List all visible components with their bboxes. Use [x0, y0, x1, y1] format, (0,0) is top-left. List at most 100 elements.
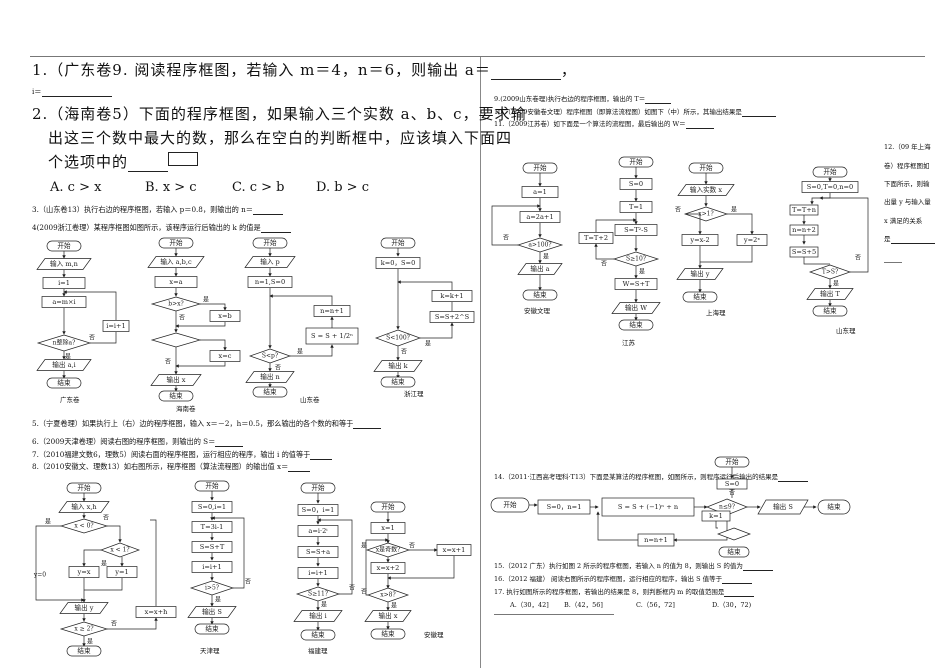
a4-n-label: n=n+2	[792, 226, 816, 234]
fj-i-shape	[297, 567, 339, 579]
caption-guangdong: 广东卷	[60, 396, 80, 404]
answer-blank	[724, 589, 755, 598]
jx-end-shape	[817, 499, 851, 515]
tj-end-shape	[194, 623, 230, 635]
nx-y1-label: y=1	[114, 568, 128, 576]
a3-end-shape	[682, 291, 718, 303]
hn-input-shape	[147, 256, 205, 268]
question-4: 4(2009浙江卷理）某程序框图如图所示，该程序运行后输出的 k 的值是	[32, 223, 291, 234]
answer-blank	[260, 224, 291, 234]
a3-join	[700, 246, 753, 263]
gd-output-shape	[36, 359, 92, 371]
answer-blank	[742, 563, 773, 572]
ah-cond2-label: x>8?	[380, 592, 395, 599]
sd-end-label: 结束	[263, 387, 277, 396]
tj-loop	[211, 516, 245, 589]
a4-a5	[803, 257, 830, 265]
a1-cond-label: a>100?	[528, 242, 551, 249]
zj-cond-label: S<100?	[386, 335, 410, 342]
question-17-option-c: C.（56，72]	[636, 601, 675, 609]
gd-output-label: 输出 a,i	[52, 360, 75, 369]
a2-t1-shape	[619, 201, 653, 213]
question-8-text: 8.（2010安徽文、理数13）如右图所示，程序框图（算法流程图）的输出值 x＝	[32, 462, 289, 471]
ah-no2: 否	[361, 589, 367, 596]
question-11-text: 11.（2009江苏卷）如下面是一个算法的流程图，最后输出的 W＝	[494, 120, 686, 128]
question-1-i: i＝	[32, 87, 112, 98]
sd-cond-label: S<p?	[262, 353, 278, 360]
gd-inc-shape	[102, 320, 130, 332]
zj-loop	[397, 280, 453, 290]
gd-input-label: 输入 m,n	[50, 259, 79, 268]
a3-cond-label: x>1?	[698, 211, 713, 218]
fj-output-shape	[293, 610, 343, 622]
fj-init-label: S=0，i=1	[302, 506, 335, 514]
fj-a-label: a=i·2ⁱ	[308, 527, 328, 535]
a3-end-label: 结束	[693, 292, 707, 301]
a1-init-shape	[521, 186, 559, 198]
a1-end-shape	[522, 289, 558, 301]
question-12-l1: 12.（09 年上海	[884, 143, 931, 151]
question-17: 17. 执行如图所示的程序框图，若输出的结果是 8，则判断框内 m 的取值范围是	[494, 588, 755, 598]
jx-sum-label: S = S + (−1)ⁿ + n	[618, 503, 679, 511]
caption-hainan: 海南卷	[176, 405, 196, 413]
nx-yx-label: y=x	[77, 568, 91, 576]
question-2-line3: 个选项中的	[48, 153, 169, 173]
caption-jiangsu: 江苏	[622, 339, 635, 347]
question-2-line3-text: 个选项中的	[48, 153, 129, 171]
nx-to-c2	[107, 525, 122, 543]
answer-box	[168, 152, 198, 166]
jx-yes-path	[673, 515, 728, 542]
sd-input-label: 输入 p	[260, 257, 280, 266]
ah-end-shape	[370, 628, 406, 640]
answer-blank	[353, 420, 382, 430]
nx-yes3: 是	[87, 639, 93, 646]
caption-zhejiang: 浙江理	[404, 390, 424, 398]
tj-output-shape	[187, 606, 237, 618]
a4-end-label: 结束	[823, 306, 837, 315]
question-17-option-d: D.（30，72)	[712, 601, 752, 609]
jx-cond-label: n≤9?	[719, 504, 735, 511]
fj-start-label: 开始	[311, 483, 325, 492]
a4-no: 否	[855, 255, 861, 262]
tj-no: 否	[245, 579, 251, 586]
tj-output-label: 输出 S	[202, 607, 222, 616]
a4-cond-label: T>S?	[822, 269, 838, 276]
nx-y0: y=0	[33, 572, 46, 579]
question-2-line1: 2.（海南卷5）下面的程序框图，如果输入三个实数 a、b、c，要求输	[32, 105, 527, 123]
a2-end-shape	[618, 319, 654, 331]
nx-loop	[150, 519, 157, 606]
caption-shandong: 山东卷	[300, 396, 320, 404]
sd-output-label: 输出 n	[260, 372, 280, 381]
zj-yes-path	[420, 322, 454, 339]
ah-output-shape	[364, 610, 412, 622]
jx-start-label: 开始	[503, 500, 517, 509]
tj-init-label: S=0,i=1	[198, 503, 226, 511]
sd-init-label: n=1,S=0	[255, 278, 285, 286]
a3-input-shape	[677, 184, 735, 196]
tj-yes: 是	[215, 597, 221, 604]
sd-loop	[269, 294, 333, 305]
answer-blank	[310, 451, 333, 461]
jx-output-shape	[757, 499, 809, 515]
gd-end-shape	[46, 377, 82, 389]
a1-output-shape	[517, 263, 563, 275]
answer-blank	[215, 438, 244, 448]
a2-cond-label: S≥10?	[626, 256, 646, 263]
question-7-text: 7.（2010福建文数6，理数5）阅读右面的程序框图，运行相应的程序，输出 i …	[32, 450, 311, 459]
answer-blank	[490, 62, 561, 81]
answer-blank	[41, 88, 112, 98]
jx-output-label: 输出 S	[773, 502, 793, 511]
caption-shandong-li: 山东理	[836, 327, 856, 335]
hn-end-shape	[158, 390, 194, 402]
question-9-text: 9.(2009山东卷理)执行右边的程序框图，输出的 T＝	[494, 95, 646, 103]
hn-yes1: 是	[203, 297, 209, 304]
nx-y0-path	[35, 525, 85, 602]
hn-yes-path	[200, 303, 227, 311]
zj-init-label: k=0，S=0	[381, 259, 416, 267]
question-1: 1.（广东卷9. 阅读程序框图，若输入 m＝4，n＝6，则输出 a＝ ，	[32, 61, 577, 81]
a2-t-label: T=T+2	[584, 234, 608, 242]
nx-no1: 否	[103, 515, 109, 522]
a2-s0-label: S=0	[629, 180, 643, 188]
